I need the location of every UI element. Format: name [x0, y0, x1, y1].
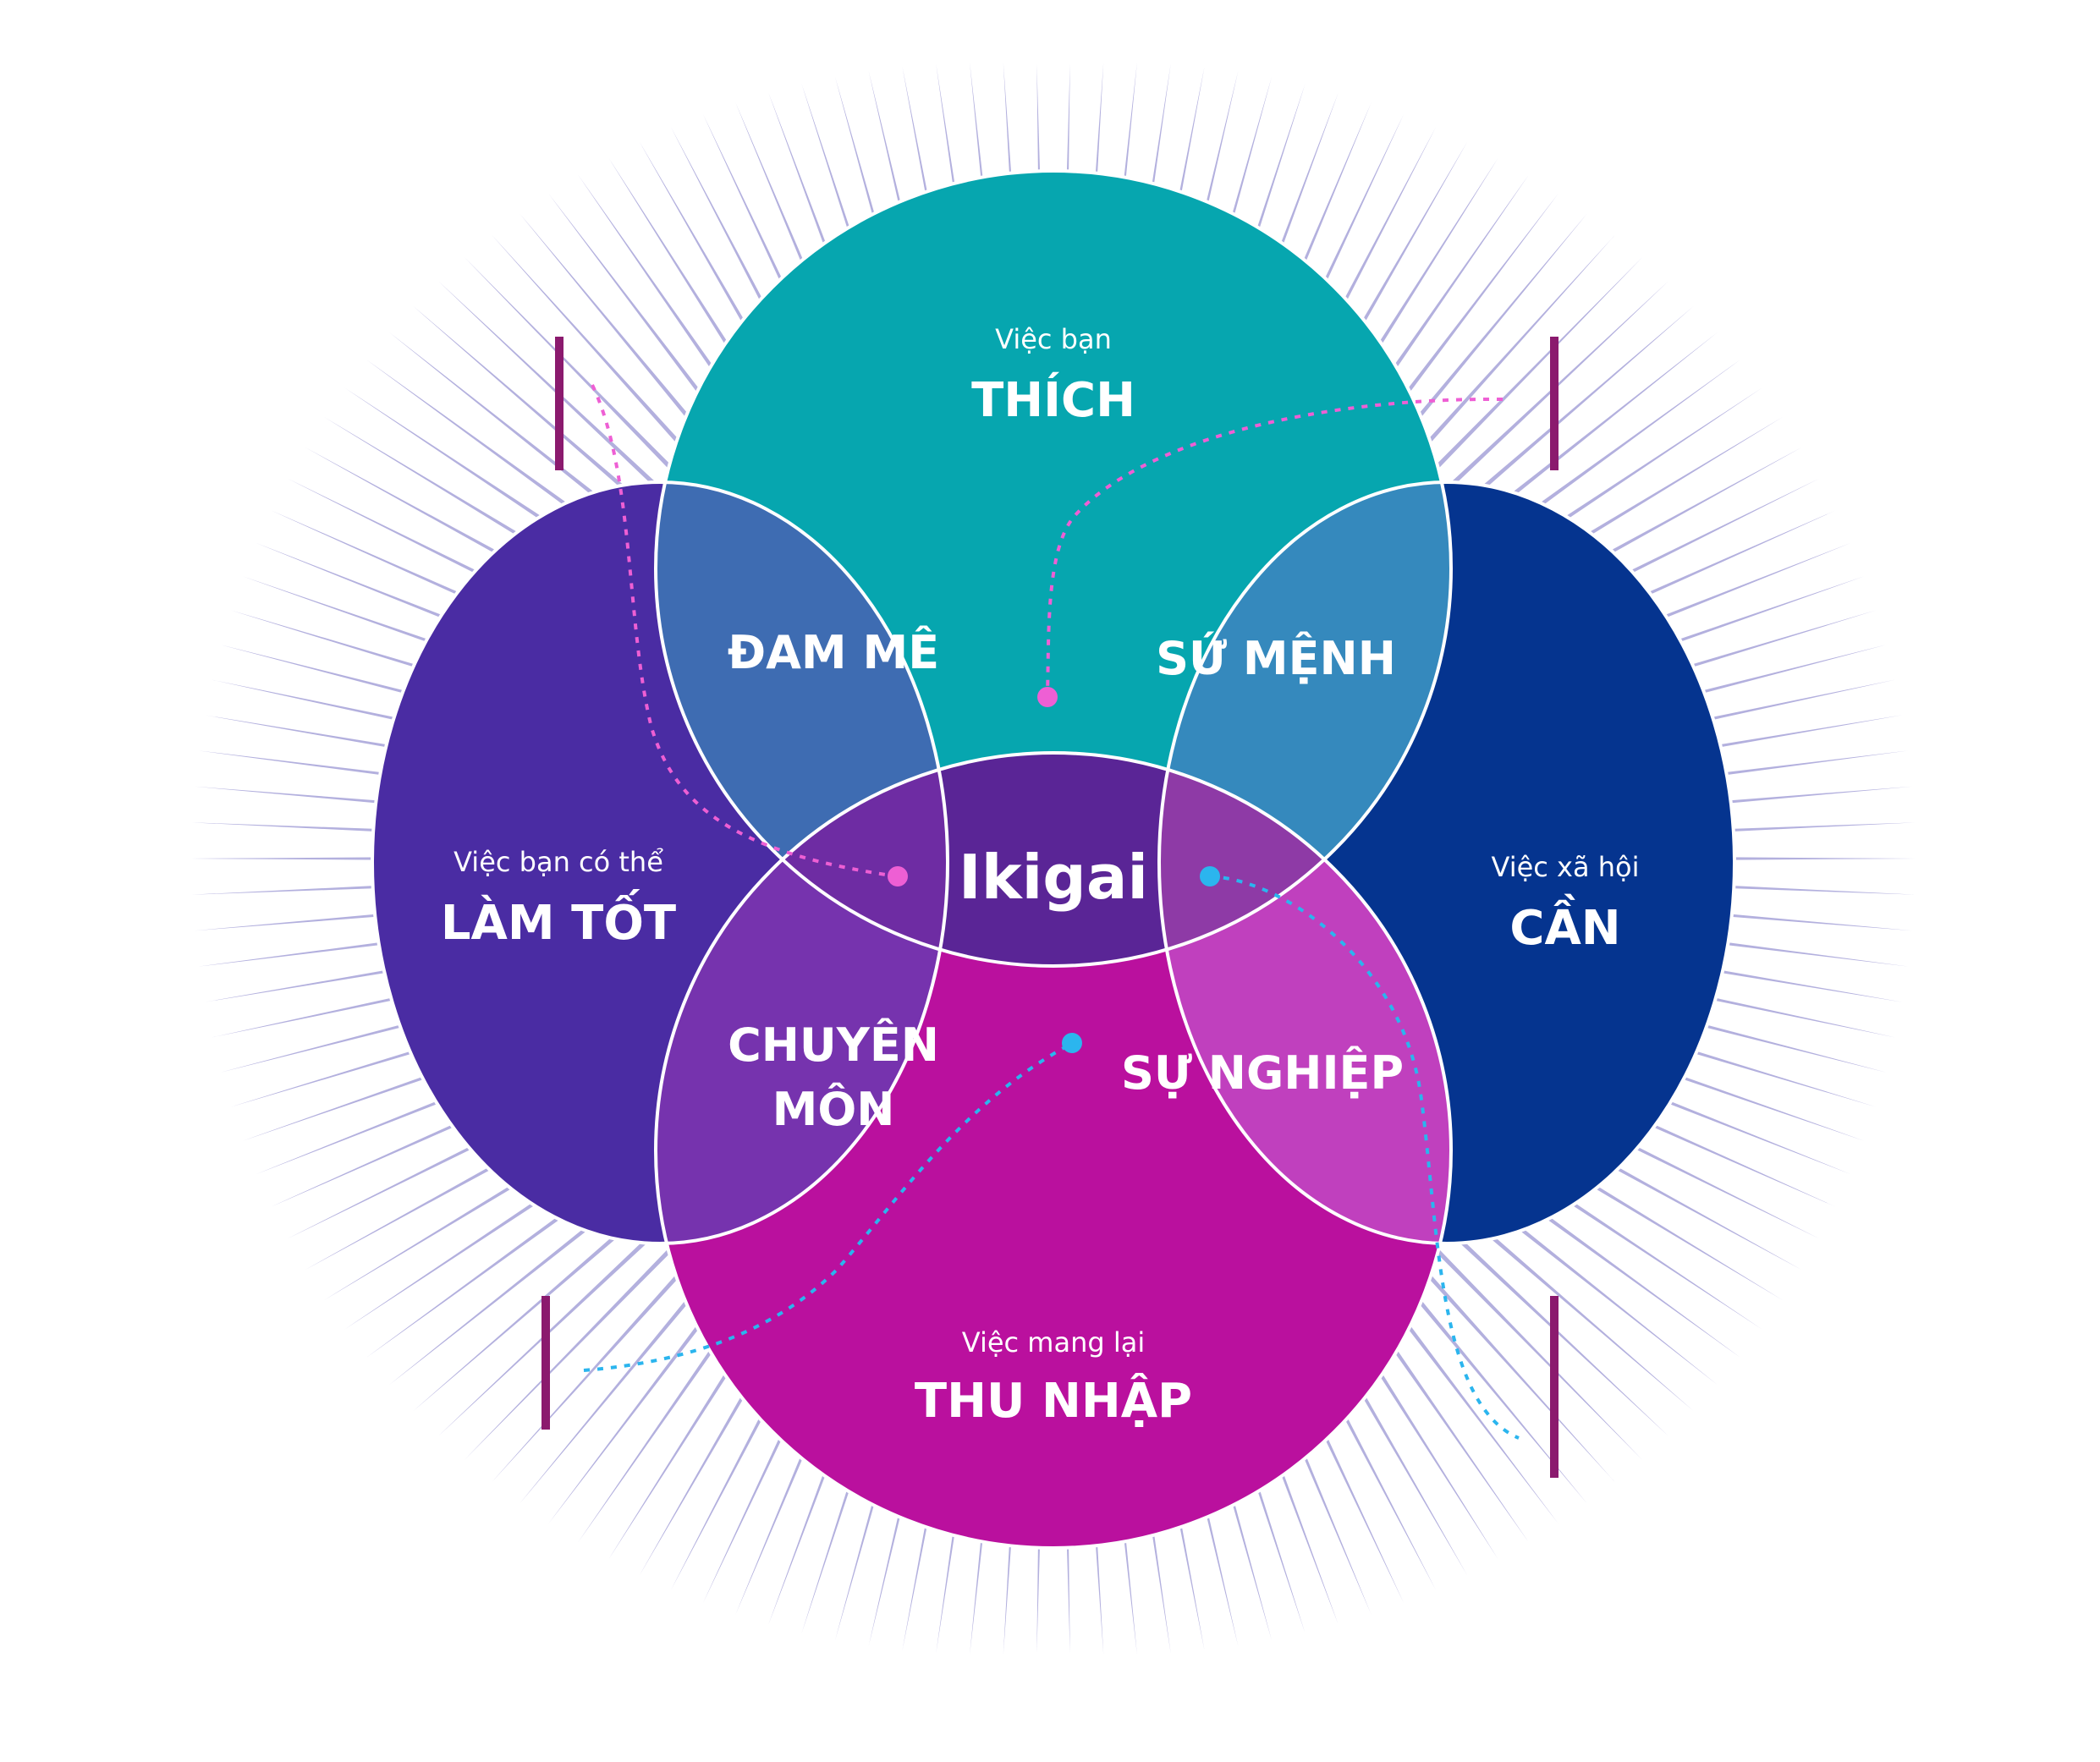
- vocation-label: SỰ NGHIỆP: [1121, 1046, 1404, 1100]
- connector-dots: [888, 687, 1220, 1053]
- need-small-label: Việc xã hội: [1492, 851, 1640, 883]
- love-small-label: Việc bạn: [995, 323, 1112, 355]
- dot-pink-center: [888, 866, 908, 886]
- good-big-label: LÀM TỐT: [441, 890, 676, 951]
- connectors: [583, 384, 1520, 1440]
- paid-small-label: Việc mang lại: [962, 1326, 1145, 1359]
- callout-bars: [541, 337, 1559, 1478]
- dot-blue-center: [1200, 866, 1220, 886]
- need-big-label: CẦN: [1509, 895, 1620, 956]
- circle-outlines: [371, 169, 1736, 1550]
- profession-label-line2: MÔN: [772, 1083, 895, 1136]
- good-small-label: Việc bạn có thể: [454, 846, 663, 878]
- ikigai-center-label: Ikigai: [959, 842, 1148, 913]
- passion-label: ĐAM MÊ: [728, 626, 939, 679]
- dot-pink-top: [1037, 687, 1058, 707]
- labels: Việc bạn THÍCH Việc bạn có thể LÀM TỐT V…: [441, 323, 1640, 1429]
- paid-big-label: THU NHẬP: [915, 1374, 1192, 1429]
- love-big-label: THÍCH: [971, 372, 1135, 428]
- mission-label: SỨ MỆNH: [1156, 632, 1396, 685]
- dot-blue-bottom: [1062, 1033, 1082, 1053]
- profession-label-line1: CHUYÊN: [728, 1018, 939, 1072]
